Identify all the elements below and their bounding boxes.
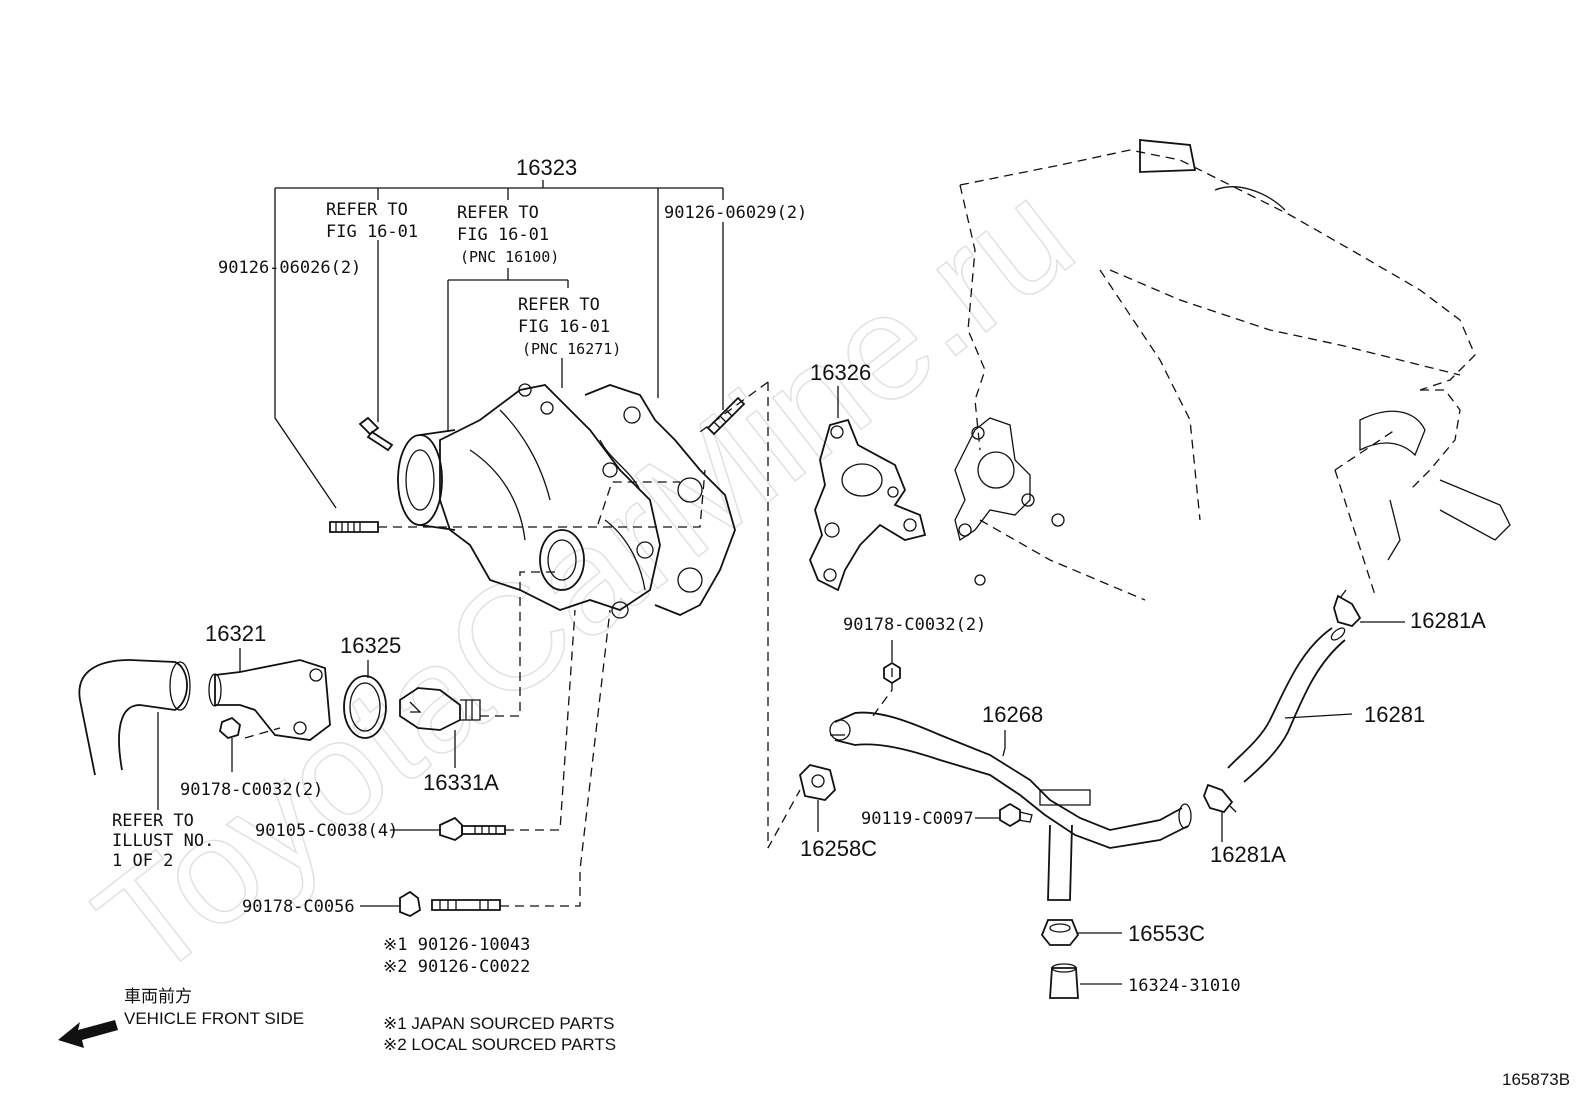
label-16323: 16323 [516, 155, 577, 180]
label-refer-b1: REFER TO [457, 203, 539, 223]
label-90105-c0038: 90105-C0038(4) [255, 821, 398, 841]
bolt-90105-c0038 [439, 816, 506, 841]
stud-90126-06029 [706, 396, 746, 436]
clip-16553c [1040, 919, 1080, 946]
label-16268: 16268 [982, 702, 1043, 727]
nut-90178-c0032-left [219, 716, 241, 740]
label-16324-31010: 16324-31010 [1128, 976, 1241, 996]
note-local-sourced: ※2 LOCAL SOURCED PARTS [383, 1035, 616, 1054]
water-pump-housing [397, 383, 736, 619]
label-16258c: 16258C [800, 836, 877, 861]
label-refer-c2: FIG 16-01 [518, 317, 610, 337]
front-label-en: VEHICLE FRONT SIDE [124, 1009, 304, 1028]
label-16281: 16281 [1364, 702, 1425, 727]
engine-block-outline [954, 139, 1511, 601]
vehicle-front-arrow-icon [58, 1020, 118, 1048]
label-90178-c0032-left: 90178-C0032(2) [180, 780, 323, 800]
gasket-16325 [343, 675, 387, 739]
hose-16281 [1227, 627, 1346, 783]
label-refer-b2: FIG 16-01 [457, 225, 549, 245]
alignment-dash-lines [244, 381, 1396, 907]
thermostat-16331a [399, 687, 481, 731]
label-90126-06029: 90126-06029(2) [664, 203, 807, 223]
gasket-16258c [799, 764, 836, 801]
label-90119-c0097: 90119-C0097 [861, 809, 974, 829]
bolt-refer-fig [358, 416, 394, 452]
label-90126-c0022: ※2 90126-C0022 [383, 957, 530, 977]
label-90178-c0032-right: 90178-C0032(2) [843, 615, 986, 635]
label-16281a-bottom: 16281A [1210, 842, 1286, 867]
leader-lines [157, 180, 1405, 985]
figure-code: 165873B [1502, 1070, 1570, 1089]
water-outlet-16321 [208, 659, 331, 741]
water-bypass-pipe-16268 [829, 711, 1192, 901]
label-refer-a1: REFER TO [326, 200, 408, 220]
label-16321: 16321 [205, 621, 266, 646]
gasket-16326 [809, 418, 927, 592]
label-refer-c3: (PNC 16271) [522, 340, 621, 358]
label-90178-c0056: 90178-C0056 [242, 897, 355, 917]
stud-90126-06026 [329, 521, 379, 533]
label-90126-06026: 90126-06026(2) [218, 258, 361, 278]
clip-16281a-bottom [1203, 783, 1237, 814]
legend: 車両前方 VEHICLE FRONT SIDE ※1 JAPAN SOURCED… [58, 987, 1570, 1089]
cap-16324-31010 [1049, 963, 1079, 999]
nut-90178-c0056 [399, 890, 421, 918]
hose-refer-illust [78, 659, 191, 776]
label-refer-a2: FIG 16-01 [326, 222, 418, 242]
label-16281a-top: 16281A [1410, 608, 1486, 633]
label-refer-b3: (PNC 16100) [460, 248, 559, 266]
front-label-jp: 車両前方 [124, 987, 192, 1006]
nut-90178-c0032-right [883, 661, 901, 685]
label-refer-d1: REFER TO [112, 811, 194, 831]
clip-16281a-top [1333, 589, 1362, 628]
note-japan-sourced: ※1 JAPAN SOURCED PARTS [383, 1014, 615, 1033]
label-90126-10043: ※1 90126-10043 [383, 935, 530, 955]
label-refer-d3: 1 OF 2 [112, 851, 173, 871]
label-refer-c1: REFER TO [518, 295, 600, 315]
part-labels: 16323 REFER TO FIG 16-01 REFER TO FIG 16… [112, 155, 1486, 996]
stud-90126-10043 [431, 899, 501, 911]
watermark: ToyotaCarMine.ru [66, 149, 1102, 1010]
bolt-90119-c0097 [999, 802, 1033, 828]
label-16331a: 16331A [423, 770, 499, 795]
label-refer-d2: ILLUST NO. [112, 831, 214, 851]
label-16325: 16325 [340, 633, 401, 658]
label-16326: 16326 [810, 360, 871, 385]
label-16553c: 16553C [1128, 921, 1205, 946]
